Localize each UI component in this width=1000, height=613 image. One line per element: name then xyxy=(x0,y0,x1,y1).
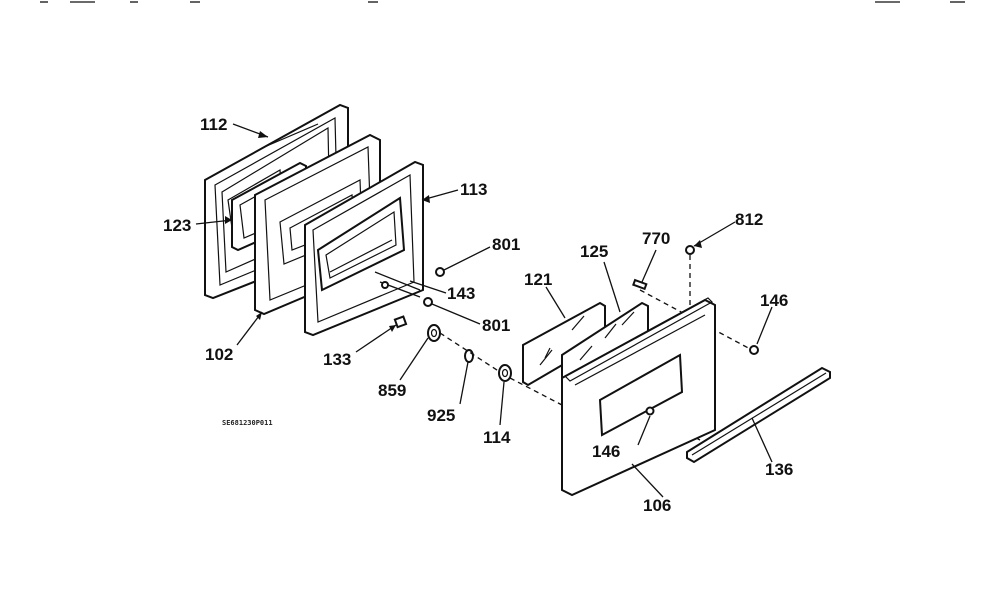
label-812: 812 xyxy=(735,210,763,229)
label-123: 123 xyxy=(163,216,191,235)
part-801-screw-b xyxy=(423,297,433,307)
part-812-screw xyxy=(685,245,695,255)
label-102: 102 xyxy=(205,345,233,364)
drawing-code: SE681230P011 xyxy=(222,419,273,427)
part-133-clip xyxy=(393,315,408,329)
part-106-outer-door xyxy=(561,297,716,497)
label-146-a: 146 xyxy=(760,291,788,310)
label-770: 770 xyxy=(642,229,670,248)
label-133: 133 xyxy=(323,350,351,369)
part-113-door-frame xyxy=(304,160,424,337)
part-770-screw xyxy=(632,278,648,291)
part-143-hinge-pins xyxy=(374,271,421,298)
label-106: 106 xyxy=(643,496,671,515)
label-859: 859 xyxy=(378,381,406,400)
label-143: 143 xyxy=(447,284,475,303)
part-136-handle-trim xyxy=(686,366,831,464)
label-801-a: 801 xyxy=(492,235,520,254)
label-114: 114 xyxy=(483,428,511,447)
part-859-bumper xyxy=(427,324,441,342)
label-112: 112 xyxy=(200,115,227,134)
label-146-b: 146 xyxy=(592,442,620,461)
label-121: 121 xyxy=(524,270,552,289)
part-925-spacer xyxy=(464,349,474,363)
part-801-screw-a xyxy=(435,267,445,277)
label-925: 925 xyxy=(427,406,455,425)
label-801-b: 801 xyxy=(482,316,510,335)
part-114-bumper xyxy=(498,364,512,382)
part-146-screw xyxy=(749,345,759,355)
label-125: 125 xyxy=(580,242,608,261)
label-113: 113 xyxy=(460,180,487,199)
label-136: 136 xyxy=(765,460,793,479)
leader-dots xyxy=(225,131,702,332)
